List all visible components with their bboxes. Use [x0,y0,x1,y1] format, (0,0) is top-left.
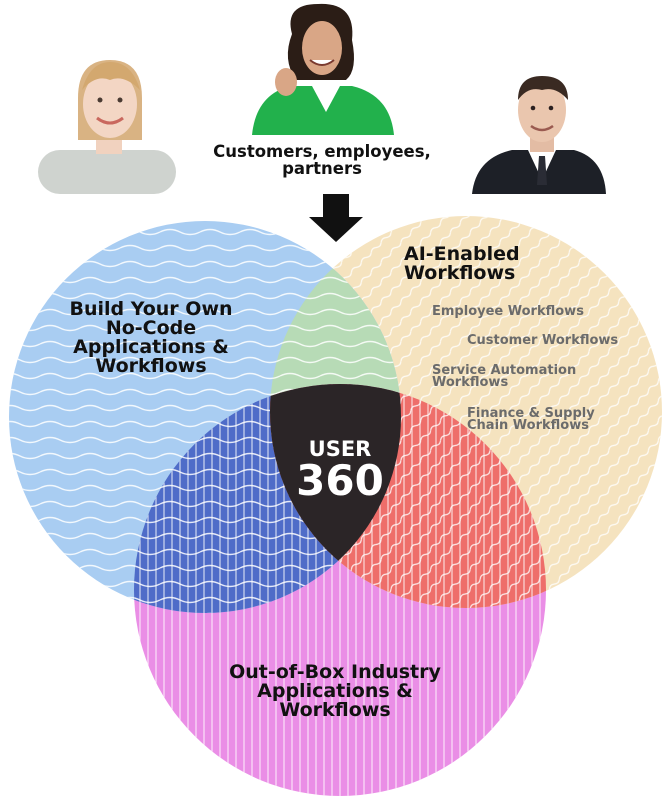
person-man-right-image [472,76,606,194]
center-label-user: USER [308,437,372,461]
down-arrow-icon [309,194,363,242]
ai-item-finance-supply-chain-workflows: Finance & Supply Chain Workflows [467,406,595,434]
ai-item-service-automation-workflows: Service Automation Workflows [432,363,577,391]
industry-circle-title: Out-of-Box Industry Applications & Workf… [229,661,441,721]
build-circle-title: Build Your Own No-Code Applications & Wo… [69,298,233,377]
audience-label: Customers, employees, partners [213,142,431,178]
ai-item-employee-workflows: Employee Workflows [432,304,584,319]
person-woman-center-image [252,3,394,135]
ai-item-customer-workflows: Customer Workflows [467,333,619,348]
ai-circle-title: AI-Enabled Workflows [404,243,520,284]
person-woman-left-image [38,60,176,194]
center-label-360: 360 [296,456,384,505]
